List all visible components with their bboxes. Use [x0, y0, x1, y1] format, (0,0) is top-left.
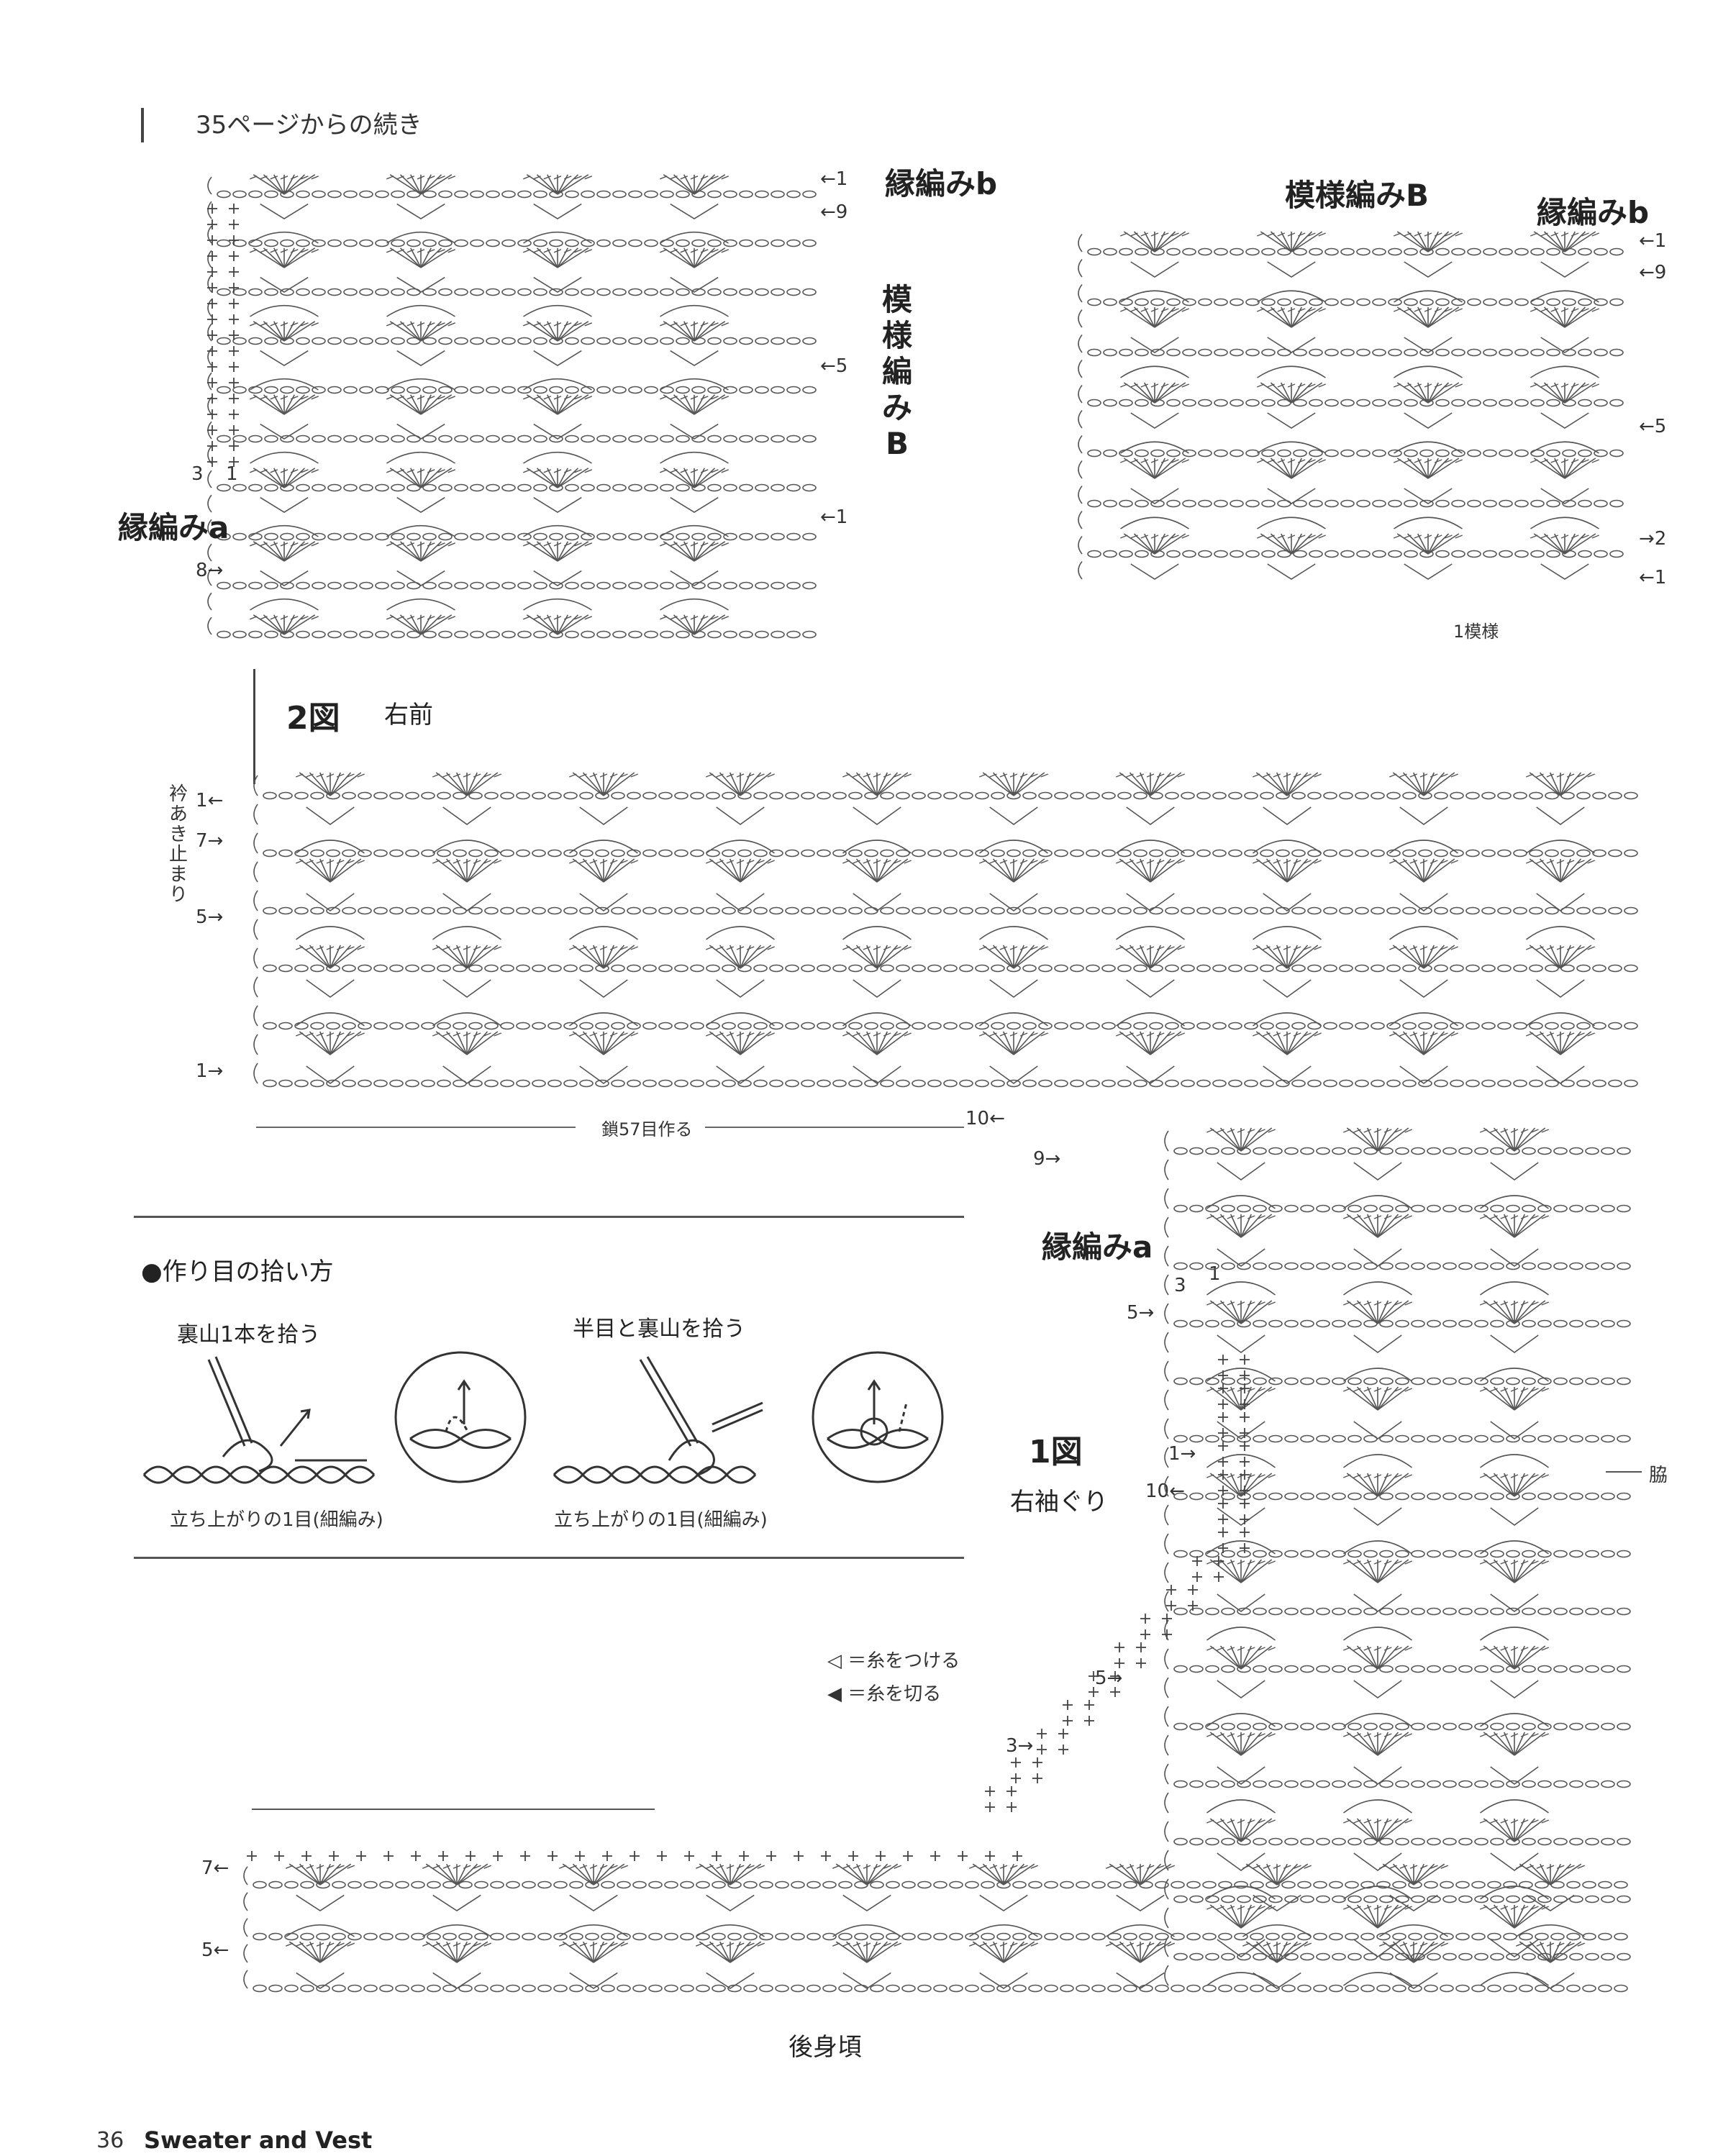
pattern-b-label-top-right: 模様編みB — [1285, 178, 1430, 213]
side-seam-line — [1606, 1471, 1642, 1473]
row-marker: 1→ — [196, 1060, 224, 1082]
back-body-label: 後身頃 — [788, 2033, 862, 2062]
row-marker: 10← — [965, 1108, 1005, 1129]
column-marker: 3 — [191, 463, 204, 485]
pickup-caption-2: 立ち上がりの1目(細編み) — [554, 1509, 768, 1531]
header-rule — [141, 108, 144, 142]
pickup-method-1: 裏山1本を拾う — [177, 1322, 321, 1347]
pickup-caption-1: 立ち上がりの1目(細編み) — [170, 1509, 383, 1531]
pattern-b-label-vertical: 模様編みB — [881, 282, 912, 461]
row-marker: ←9 — [1639, 262, 1667, 283]
legend-cut-yarn: ◀ ＝糸を切る — [827, 1683, 942, 1705]
fig1-stitch-chart — [243, 1127, 1631, 1993]
chain-dimension-line — [705, 1127, 964, 1128]
row-marker: 5→ — [196, 906, 224, 928]
edge-a-label-top-left: 縁編みa — [118, 510, 229, 545]
row-marker: 5← — [201, 1939, 229, 1961]
row-marker: 1→ — [1168, 1443, 1196, 1465]
book-title: Sweater and Vest — [144, 2127, 373, 2154]
row-marker: →2 — [1639, 528, 1667, 550]
page-number: 36 — [96, 2128, 124, 2153]
row-marker: ←5 — [820, 355, 848, 377]
pickup-illustration-1 — [142, 1351, 527, 1484]
fig1-title: 1図 — [1029, 1434, 1083, 1470]
fig1-subtitle: 右袖ぐり — [1010, 1488, 1108, 1516]
row-marker: 9→ — [1033, 1148, 1061, 1170]
pickup-title: ●作り目の拾い方 — [141, 1257, 334, 1286]
section-divider-top — [134, 1216, 964, 1218]
row-marker: ←5 — [1639, 416, 1667, 437]
side-seam-label: 脇 — [1649, 1465, 1668, 1486]
top-right-stitch-chart — [1078, 231, 1624, 580]
chain-dimension-line — [256, 1127, 576, 1128]
edge-a-label-fig1: 縁編みa — [1042, 1229, 1153, 1265]
row-marker: 3 — [1174, 1275, 1186, 1296]
row-marker: 1← — [196, 790, 224, 811]
row-marker: ←9 — [820, 201, 848, 223]
row-marker: 8→ — [196, 560, 224, 581]
row-marker: ←1 — [820, 506, 848, 528]
page-continuation-note: 35ページからの続き — [196, 111, 422, 140]
row-marker: 5→ — [1095, 1668, 1123, 1689]
column-marker: 1 — [226, 463, 238, 485]
repeat-label: 1模様 — [1453, 622, 1499, 642]
fig2-stitch-chart — [253, 772, 1638, 1088]
row-marker: 5→ — [1127, 1302, 1155, 1324]
row-marker: 7→ — [196, 830, 224, 852]
row-marker: 7← — [201, 1857, 229, 1879]
fig2-title: 2図 — [286, 700, 340, 737]
pickup-illustration-2 — [553, 1351, 944, 1484]
neck-opening-note: 衿あき止まり — [168, 783, 188, 906]
row-marker: ←1 — [820, 168, 848, 190]
row-marker: 3→ — [1006, 1735, 1034, 1757]
pickup-method-2: 半目と裏山を拾う — [573, 1316, 745, 1342]
fig2-subtitle: 右前 — [384, 701, 433, 729]
legend-attach-yarn: ◁ ＝糸をつける — [827, 1650, 960, 1672]
row-marker: ←1 — [1639, 230, 1667, 252]
edge-b-label-top-right: 縁編みb — [1537, 195, 1650, 230]
edge-b-label-top-left: 縁編みb — [885, 166, 998, 201]
row-marker: ←1 — [1639, 567, 1667, 588]
fig2-vertical-rule — [253, 669, 255, 784]
chain-count-label: 鎖57目作る — [601, 1119, 693, 1140]
section-divider-bottom — [134, 1557, 964, 1559]
top-left-stitch-chart — [207, 174, 817, 639]
